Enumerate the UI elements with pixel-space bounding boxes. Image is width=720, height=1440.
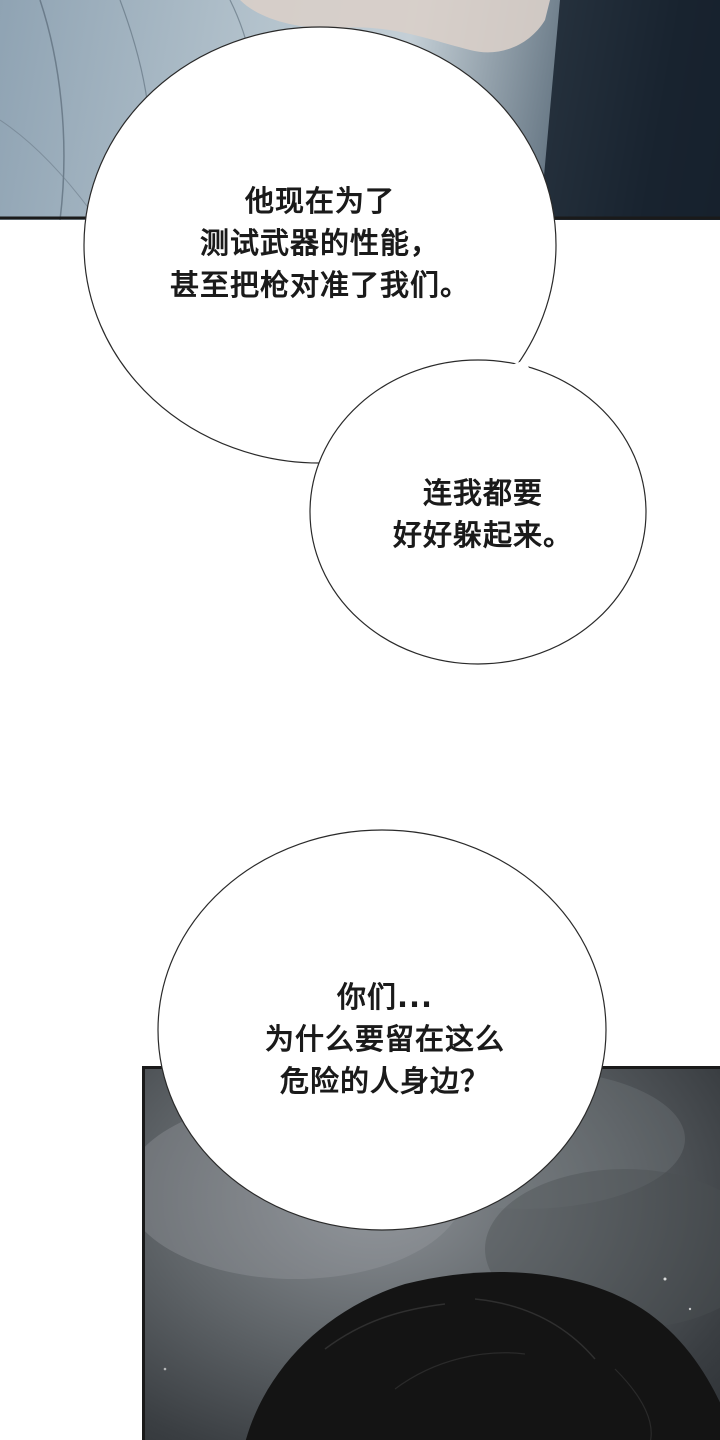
speech-bubble-2-text: 连我都要 好好躲起来。 (378, 472, 588, 556)
speech-bubble-3-text: 你们... 为什么要留在这么 危险的人身边？ (230, 976, 540, 1102)
speech-line: 危险的人身边？ (279, 1064, 490, 1098)
speech-line: 你们... (336, 980, 434, 1014)
speech-line: 甚至把枪对准了我们。 (169, 268, 470, 302)
speech-line: 他现在为了 (244, 184, 395, 218)
speech-line: 为什么要留在这么 (264, 1022, 505, 1056)
speech-bubble-1-text: 他现在为了 测试武器的性能， 甚至把枪对准了我们。 (140, 180, 500, 306)
speech-line: 测试武器的性能， (199, 226, 440, 260)
speech-line: 好好躲起来。 (392, 518, 573, 552)
speech-line: 连我都要 (422, 476, 543, 510)
panel-bottom-artwork (145, 1069, 720, 1440)
comic-panel-bottom (142, 1066, 720, 1440)
